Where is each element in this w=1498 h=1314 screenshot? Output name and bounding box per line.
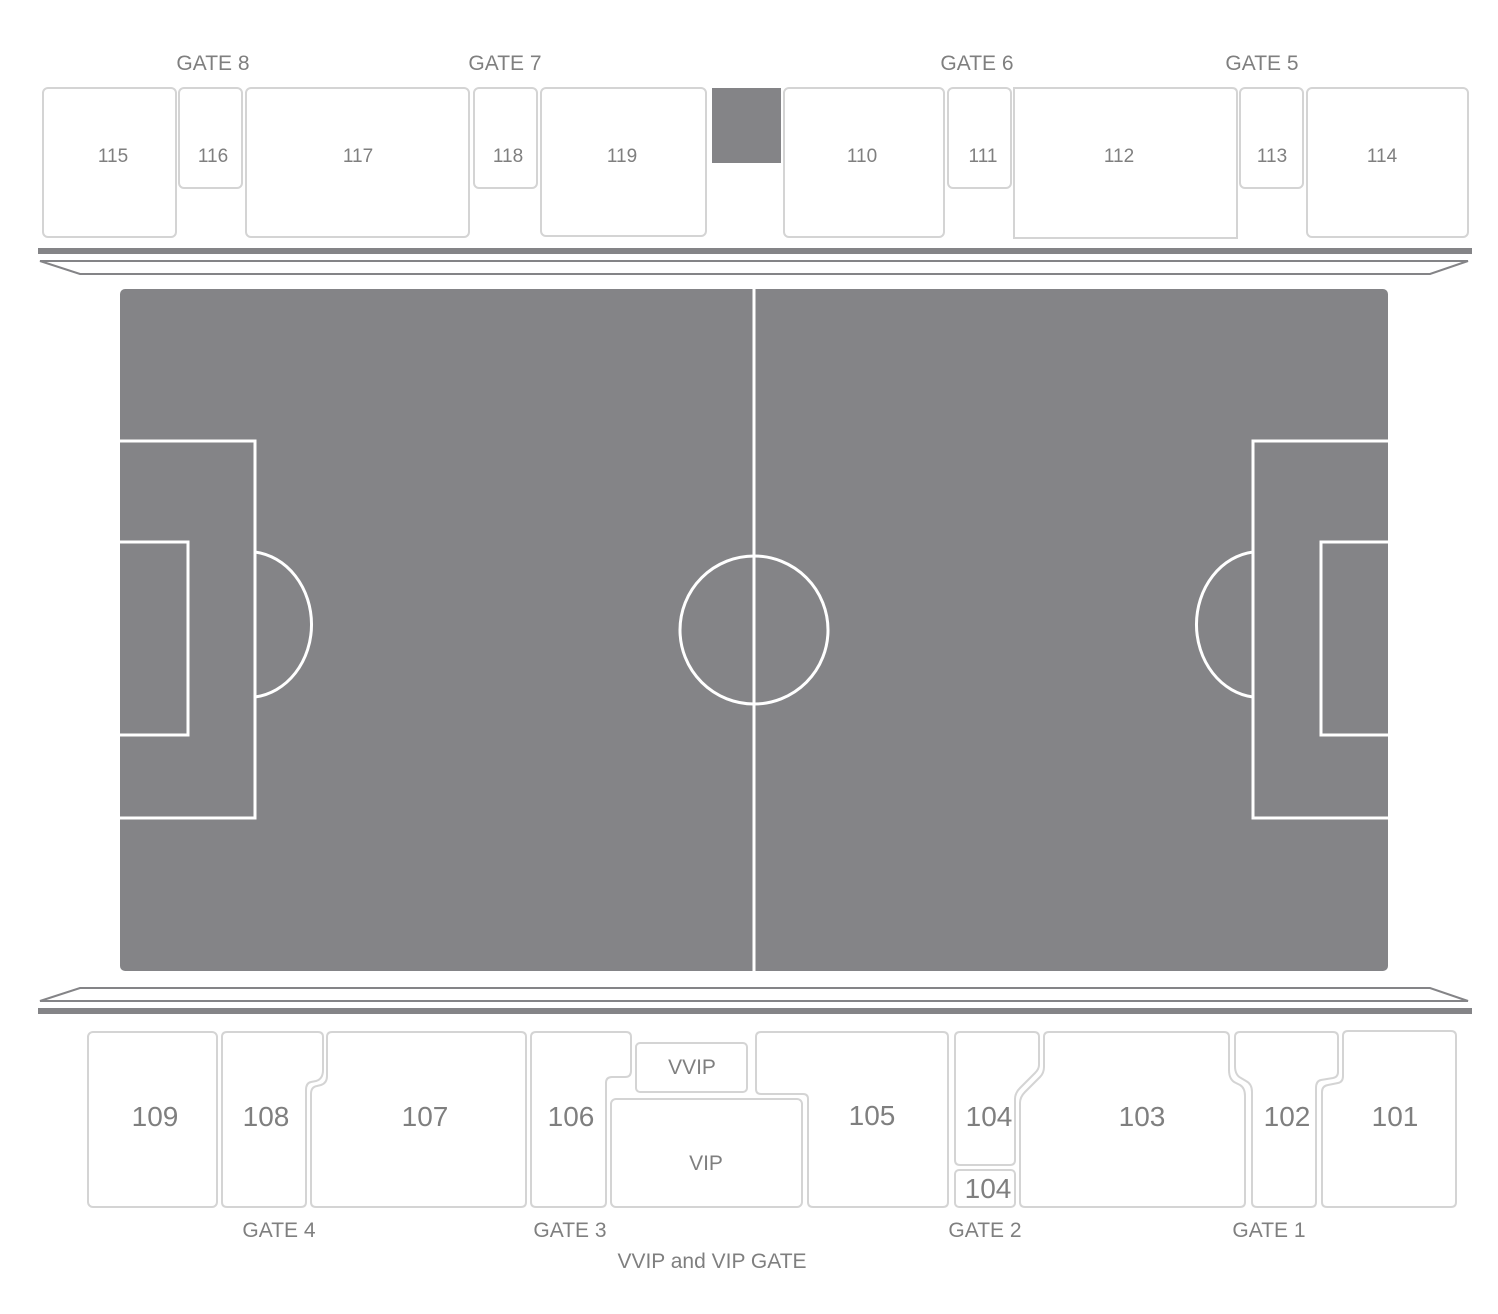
- gate-7-label: GATE 7: [468, 52, 541, 75]
- tunnel-block: [712, 88, 781, 163]
- gate-1-label: GATE 1: [1232, 1219, 1305, 1242]
- section-113[interactable]: 113: [1239, 87, 1304, 189]
- section-109[interactable]: 109: [87, 1031, 218, 1208]
- section-105-label: 105: [849, 1100, 896, 1131]
- section-102-label: 102: [1264, 1101, 1311, 1132]
- north-rail-trapezoid: [39, 260, 1469, 275]
- center-circle: [678, 554, 830, 706]
- gate-5-label: GATE 5: [1225, 52, 1298, 75]
- left-goal-area: [120, 540, 190, 737]
- section-119[interactable]: 119: [540, 87, 707, 237]
- section-104-upper[interactable]: 104: [954, 1031, 1040, 1166]
- section-112[interactable]: 112: [1013, 87, 1238, 239]
- section-115[interactable]: 115: [42, 87, 177, 238]
- section-vvip-label: VVIP: [668, 1056, 716, 1079]
- section-111[interactable]: 111: [947, 87, 1012, 189]
- north-rail-bar: [38, 248, 1472, 254]
- pitch: [120, 289, 1388, 971]
- section-101-label: 101: [1372, 1101, 1419, 1132]
- section-111-label: 111: [969, 146, 998, 167]
- section-109-label: 109: [132, 1101, 179, 1132]
- section-115-label: 115: [98, 146, 128, 167]
- vvip-vip-gate-label: VVIP and VIP GATE: [617, 1250, 806, 1273]
- section-107[interactable]: 107: [310, 1031, 527, 1208]
- section-102[interactable]: 102: [1234, 1031, 1339, 1208]
- section-119-label: 119: [607, 146, 637, 167]
- section-108-label: 108: [243, 1101, 290, 1132]
- section-113-label: 113: [1257, 146, 1287, 167]
- left-penalty-arc: [254, 550, 314, 699]
- section-117[interactable]: 117: [245, 87, 470, 238]
- gate-8-label: GATE 8: [176, 52, 249, 75]
- section-104-upper-label: 104: [966, 1101, 1013, 1132]
- gate-6-label: GATE 6: [940, 52, 1013, 75]
- section-114[interactable]: 114: [1306, 87, 1469, 238]
- section-103-label: 103: [1119, 1101, 1166, 1132]
- south-rail-bar: [38, 1008, 1472, 1014]
- section-118[interactable]: 118: [473, 87, 538, 189]
- section-108[interactable]: 108: [221, 1031, 324, 1208]
- gate-3-label: GATE 3: [533, 1219, 606, 1242]
- south-rail-trapezoid: [39, 987, 1469, 1002]
- section-vvip[interactable]: VVIP: [635, 1042, 748, 1093]
- section-104-lower[interactable]: 104: [954, 1169, 1016, 1208]
- gate-2-label: GATE 2: [948, 1219, 1021, 1242]
- section-103[interactable]: 103: [1019, 1031, 1246, 1208]
- section-112-label: 112: [1104, 146, 1134, 167]
- section-106-label: 106: [548, 1101, 595, 1132]
- section-110[interactable]: 110: [783, 87, 945, 238]
- right-goal-area: [1319, 540, 1388, 737]
- section-116-label: 116: [198, 146, 228, 167]
- section-104-lower-label: 104: [965, 1173, 1012, 1204]
- section-116[interactable]: 116: [178, 87, 243, 189]
- section-117-label: 117: [343, 146, 373, 167]
- section-118-label: 118: [493, 146, 523, 167]
- section-107-label: 107: [402, 1101, 449, 1132]
- section-105[interactable]: 105: [755, 1031, 949, 1208]
- section-110-label: 110: [847, 146, 877, 167]
- left-penalty-area: [120, 439, 257, 820]
- section-114-label: 114: [1367, 146, 1398, 167]
- right-penalty-arc: [1194, 550, 1254, 699]
- right-penalty-area: [1251, 439, 1388, 820]
- section-106[interactable]: 106: [530, 1031, 632, 1208]
- section-101[interactable]: 101: [1321, 1030, 1457, 1208]
- section-vip-label: VIP: [689, 1152, 723, 1175]
- gate-4-label: GATE 4: [242, 1219, 315, 1242]
- section-vip[interactable]: VIP: [610, 1098, 803, 1208]
